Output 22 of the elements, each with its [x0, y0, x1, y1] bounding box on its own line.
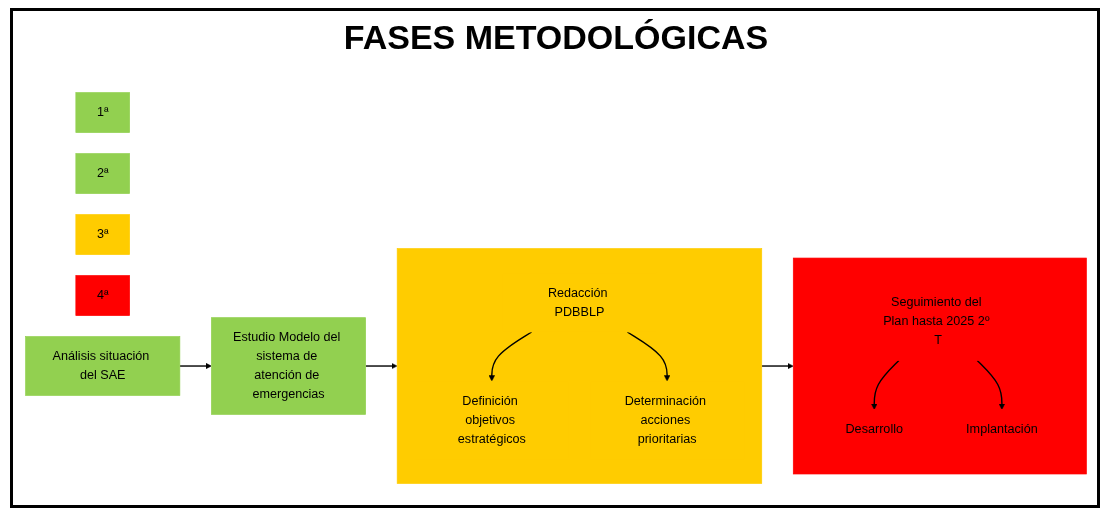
node-box: Análisis situación del SAE	[25, 336, 181, 396]
arrow	[179, 362, 212, 370]
node-text: Definición objetivos estratégicos	[457, 393, 526, 446]
arrow	[761, 362, 794, 370]
arrow	[364, 362, 398, 370]
node-box: 2ª	[75, 153, 130, 194]
cluster	[396, 248, 763, 484]
node-text: Determinación acciones prioritarias	[624, 393, 707, 446]
arrow	[871, 359, 900, 410]
node-text: Implantación	[966, 422, 1038, 437]
diagram-title: FASES METODOLÓGICAS	[343, 18, 769, 57]
node-box: Estudio Modelo del sistema de atención de emergencias	[211, 317, 366, 415]
node-text: Redacción PDBBLP	[547, 285, 608, 319]
arrow	[976, 359, 1005, 410]
arrow	[488, 331, 533, 382]
cluster	[792, 257, 1087, 475]
node-text: Desarrollo	[845, 422, 904, 437]
node-box: 1ª	[75, 92, 130, 133]
node-box: 4ª	[75, 275, 130, 316]
node-text: Seguimiento del Plan hasta 2025 2º T	[883, 295, 990, 348]
node-box: 3ª	[75, 214, 130, 255]
arrow	[626, 331, 671, 382]
